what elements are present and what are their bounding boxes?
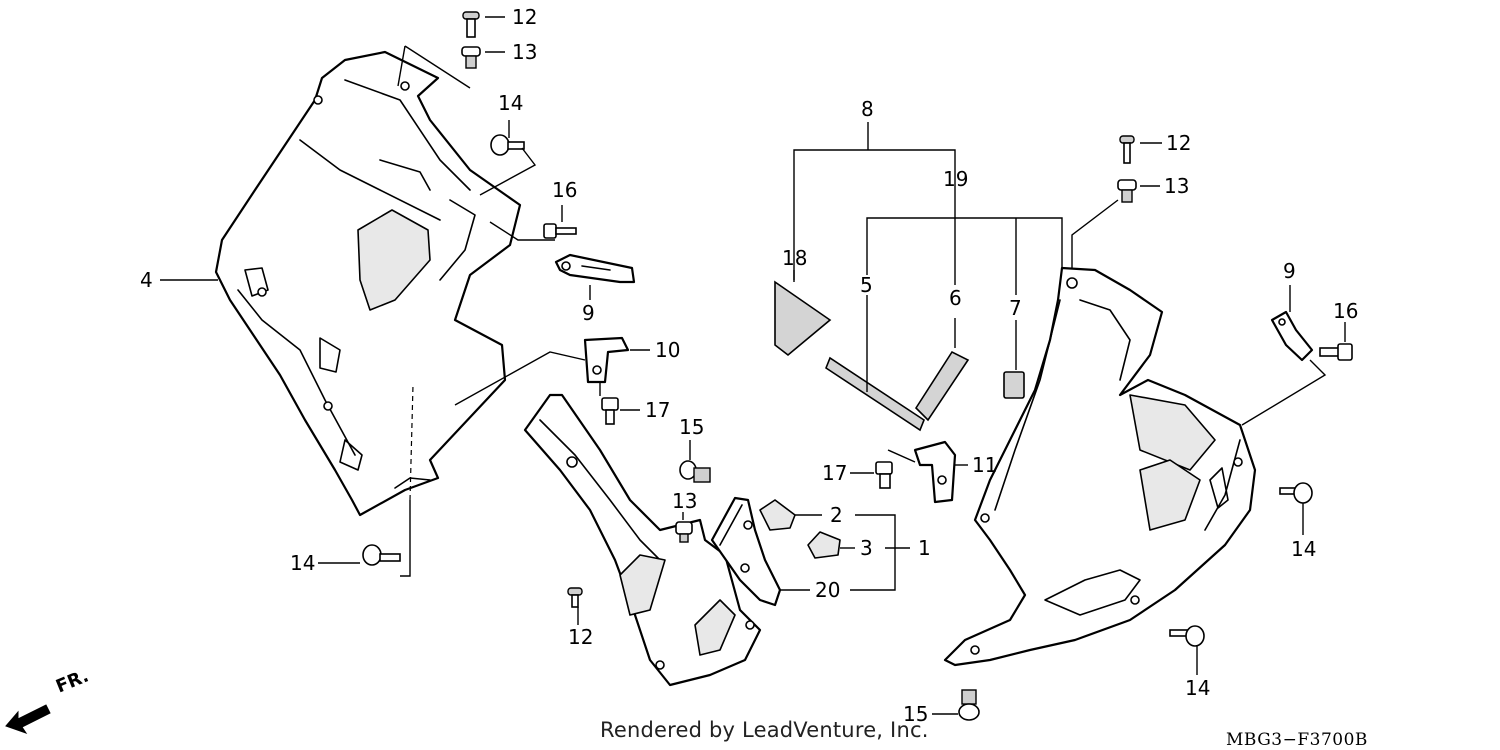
callout-12: 12 — [568, 625, 593, 649]
callout-4: 4 — [140, 268, 153, 292]
callout-14: 14 — [1291, 537, 1316, 561]
bolt-17-left — [601, 397, 619, 425]
callout-17: 17 — [822, 461, 847, 485]
bolt-14-top — [490, 134, 525, 156]
callout-1: 1 — [918, 536, 931, 560]
callout-labels: 12 13 14 16 4 9 10 17 15 13 14 12 8 19 1… — [140, 5, 1358, 726]
nut-13-mid — [675, 521, 693, 543]
inner-stay-20 — [710, 496, 782, 607]
foam-7 — [1003, 371, 1025, 399]
bolt-17-mid — [875, 461, 893, 489]
right-lower-cowl — [943, 266, 1257, 667]
callout-18: 18 — [782, 246, 807, 270]
nut-13-top-left — [461, 46, 481, 69]
callout-9: 9 — [582, 301, 595, 325]
callout-9: 9 — [1283, 259, 1296, 283]
callout-12: 12 — [512, 5, 537, 29]
bolt-12-right — [1119, 135, 1135, 164]
bracket-10 — [583, 336, 630, 384]
callout-12: 12 — [1166, 131, 1191, 155]
bolt-14-bottom-right — [1169, 625, 1205, 647]
bolt-12-bottom — [567, 587, 583, 608]
clip-2 — [759, 499, 796, 531]
callout-20: 20 — [815, 578, 840, 602]
callout-8: 8 — [861, 97, 874, 121]
left-middle-cowl — [214, 50, 522, 517]
callout-16: 16 — [1333, 299, 1358, 323]
render-credit: Rendered by LeadVenture, Inc. — [600, 718, 929, 742]
callout-13: 13 — [672, 489, 697, 513]
bolt-16-right — [1319, 343, 1353, 361]
diagram-code: MBG3−F3700B — [1226, 730, 1368, 750]
nut-13-right — [1117, 179, 1137, 203]
left-inner-panel — [523, 393, 762, 687]
front-arrow-icon — [5, 704, 51, 734]
callout-14: 14 — [498, 91, 523, 115]
bracket-9-left — [554, 253, 636, 284]
bolt-12-top-left — [462, 11, 480, 38]
callout-14: 14 — [1185, 676, 1210, 700]
grommet-15-bottom — [958, 689, 980, 721]
callout-3: 3 — [860, 536, 873, 560]
bolt-16-left — [543, 223, 577, 239]
foam-18 — [774, 280, 832, 357]
bracket-9-right — [1270, 310, 1314, 362]
callout-15: 15 — [903, 702, 928, 726]
callout-6: 6 — [949, 286, 962, 310]
callout-16: 16 — [552, 178, 577, 202]
callout-15: 15 — [679, 415, 704, 439]
callout-14: 14 — [290, 551, 315, 575]
callout-7: 7 — [1009, 296, 1022, 320]
callout-5: 5 — [860, 273, 873, 297]
callout-17: 17 — [645, 398, 670, 422]
clip-3 — [807, 531, 841, 559]
callout-2: 2 — [830, 503, 843, 527]
callout-13: 13 — [512, 40, 537, 64]
grommet-15-left — [679, 460, 711, 483]
callout-11: 11 — [972, 453, 997, 477]
callout-19: 19 — [943, 167, 968, 191]
callout-10: 10 — [655, 338, 680, 362]
bracket-11 — [913, 440, 957, 504]
bolt-14-bottom-left — [362, 544, 401, 566]
foam-5 — [825, 356, 925, 432]
leader-lines — [160, 16, 1346, 715]
foam-6 — [914, 350, 970, 422]
bolt-14-right — [1279, 482, 1313, 504]
callout-13: 13 — [1164, 174, 1189, 198]
